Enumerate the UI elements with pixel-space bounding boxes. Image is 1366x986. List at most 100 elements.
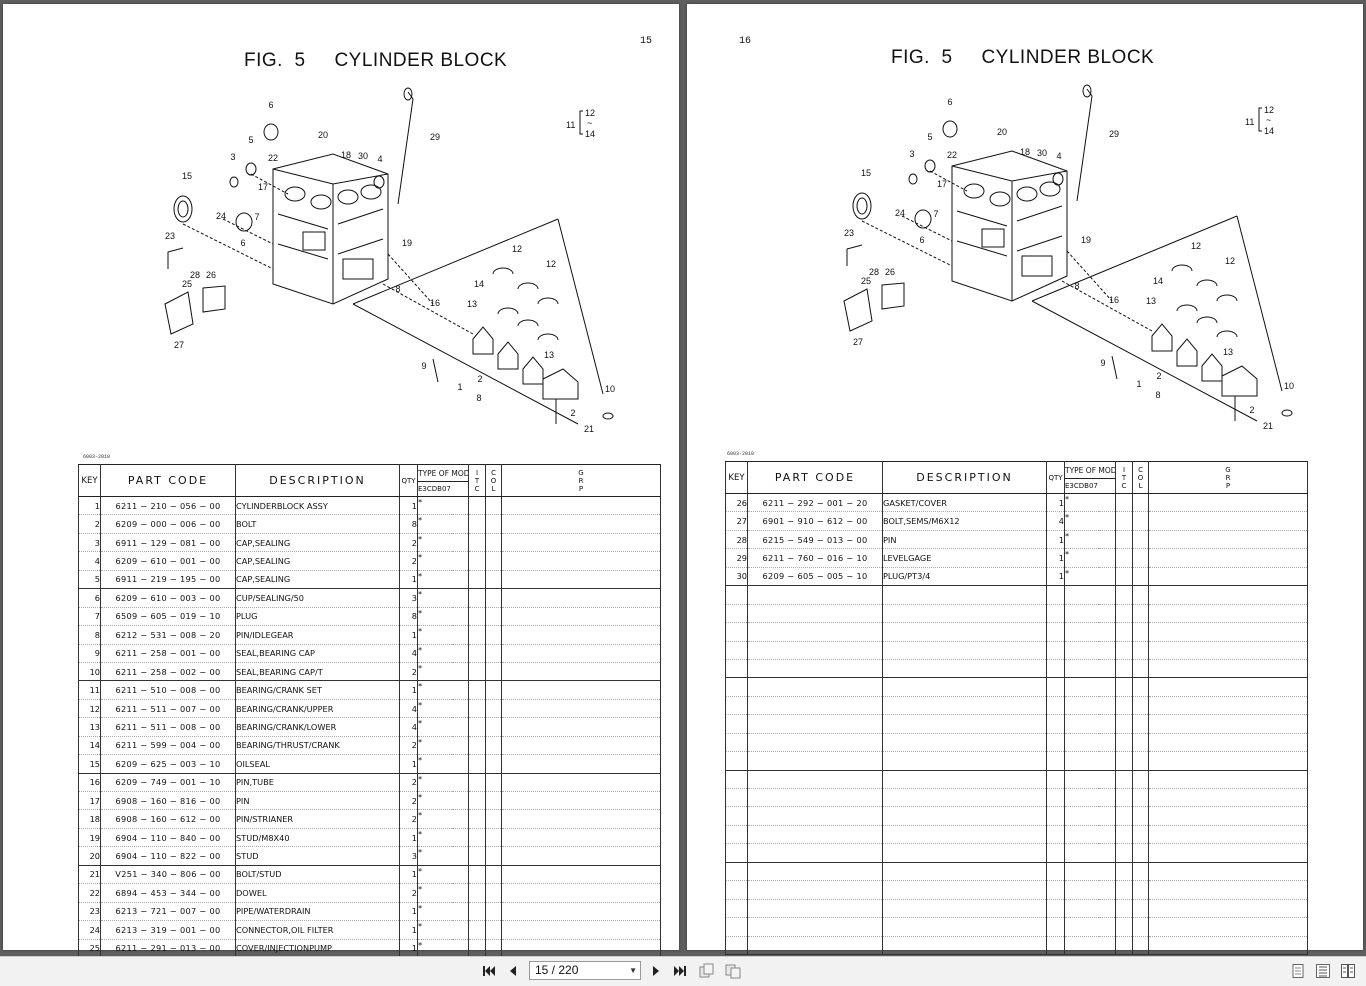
row-key: 14 xyxy=(78,736,101,756)
fit-page-icon[interactable] xyxy=(725,963,741,979)
table-row: 16 6209 − 749 − 001 − 10 PIN,TUBE 2 * xyxy=(78,773,662,793)
model-note-prefix: 11 xyxy=(1245,117,1254,127)
sealing-cup xyxy=(263,123,279,141)
bearing-cap-seal xyxy=(432,358,439,383)
row-qty: 1 xyxy=(399,496,418,516)
sealing-cap xyxy=(924,159,936,173)
prev-page-icon[interactable] xyxy=(505,963,521,979)
row-qty: 1 xyxy=(399,754,418,774)
row-qty: 2 xyxy=(399,883,418,903)
leader-lines xyxy=(861,170,1153,332)
row-qty: 2 xyxy=(399,662,418,682)
parts-table: KEY PART CODE DESCRIPTION QTY TYPE OF MO… xyxy=(78,464,662,958)
bearing-cap xyxy=(1201,353,1223,382)
oil-seal xyxy=(852,192,872,220)
page-view-icon[interactable] xyxy=(699,963,715,979)
callout-label: 12 xyxy=(1225,256,1235,266)
callout-label: 18 xyxy=(1020,147,1030,157)
row-qty: 1 xyxy=(399,625,418,645)
row-description: PLUG/PT3/4 xyxy=(882,567,1047,587)
row-description: CYLINDERBLOCK ASSY xyxy=(235,496,400,516)
callout-label: 12 xyxy=(546,259,556,269)
last-page-icon[interactable] xyxy=(672,963,688,979)
table-row: 18 6908 − 160 − 612 − 00 PIN/STRIANER 2 … xyxy=(78,809,662,829)
double-page-view-icon[interactable] xyxy=(1316,964,1330,978)
row-key: 19 xyxy=(78,828,101,848)
bearing-cap xyxy=(497,341,519,370)
row-qty: 4 xyxy=(399,699,418,719)
callout-label: 27 xyxy=(174,340,184,350)
callout-label: 30 xyxy=(1037,148,1047,158)
bearing-cap-seal xyxy=(1111,355,1118,380)
page-number-select[interactable]: 15 / 220 ▼ xyxy=(529,961,641,980)
callout-label: 22 xyxy=(947,150,957,160)
col-header-qty: QTY xyxy=(1046,461,1065,494)
row-model-mark: * xyxy=(1063,567,1117,587)
row-model-mark: * xyxy=(416,551,470,571)
row-description: OILSEAL xyxy=(235,754,400,774)
row-description: CAP,SEALING xyxy=(235,570,400,590)
row-qty: 1 xyxy=(1046,530,1065,550)
cylinder-bore xyxy=(360,184,382,200)
table-row xyxy=(725,806,1309,826)
row-part-code: V251 − 340 − 806 − 00 xyxy=(100,865,236,885)
table-row: 11 6211 − 510 − 008 − 00 BEARING/CRANK S… xyxy=(78,680,662,700)
sealing-cap xyxy=(245,162,257,176)
table-row xyxy=(725,641,1309,660)
row-description: BEARING/CRANK/UPPER xyxy=(235,699,400,719)
callout-label: 2 xyxy=(570,408,575,418)
row-description: SEAL,BEARING CAP/T xyxy=(235,662,400,682)
bearing-cap xyxy=(1151,323,1173,352)
model-note-tilde: ~ xyxy=(587,118,592,128)
col-header-itc: I T C xyxy=(1115,461,1134,494)
callout-label: 2 xyxy=(477,374,482,384)
bearing-shell xyxy=(1176,304,1198,312)
table-row: 2 6209 − 000 − 006 − 00 BOLT 8 * xyxy=(78,514,662,534)
two-page-view-icon[interactable] xyxy=(1341,964,1355,978)
row-qty: 1 xyxy=(399,920,418,940)
row-part-code: 6213 − 721 − 007 − 00 xyxy=(100,902,236,922)
callout-label: 13 xyxy=(467,299,477,309)
bearing-shell xyxy=(1196,316,1218,324)
block-port xyxy=(342,258,374,280)
table-row: 4 6209 − 610 − 001 − 00 CAP,SEALING 2 * xyxy=(78,551,662,571)
callout-label: 8 xyxy=(1074,281,1079,291)
row-model-mark: * xyxy=(416,514,470,534)
row-model-mark: * xyxy=(416,939,470,958)
row-key: 2 xyxy=(78,514,101,534)
row-part-code: 6211 − 291 − 013 − 00 xyxy=(100,939,236,958)
callout-label: 20 xyxy=(318,130,328,140)
model-note-bottom: 14 xyxy=(585,129,595,139)
table-row xyxy=(725,677,1309,697)
row-key: 11 xyxy=(78,680,101,700)
bearing-shell xyxy=(492,267,514,275)
oil-seal xyxy=(173,195,193,223)
table-row: 24 6213 − 319 − 001 − 00 CONNECTOR,OIL F… xyxy=(78,920,662,940)
pdf-viewer-toolbar: 15 / 220 ▼ xyxy=(0,956,1366,986)
figure-title: FIG. 5 CYLINDER BLOCK xyxy=(244,50,508,71)
row-part-code: 6209 − 610 − 001 − 00 xyxy=(100,551,236,571)
row-part-code: 6209 − 610 − 003 − 00 xyxy=(100,588,236,608)
first-page-icon[interactable] xyxy=(481,963,497,979)
callout-label: 30 xyxy=(358,151,368,161)
level-gauge xyxy=(397,91,414,205)
single-page-view-icon[interactable] xyxy=(1291,964,1305,978)
callout-label: 29 xyxy=(1109,129,1119,139)
table-row: 15 6209 − 625 − 003 − 10 OILSEAL 1 * xyxy=(78,754,662,774)
callout-label: 12 xyxy=(512,244,522,254)
row-part-code: 6211 − 510 − 008 − 00 xyxy=(100,680,236,700)
row-model-mark: * xyxy=(416,865,470,885)
block-edge xyxy=(951,165,1068,301)
bearing-shell xyxy=(1216,330,1238,338)
callout-label: 5 xyxy=(927,132,932,142)
next-page-icon[interactable] xyxy=(648,963,664,979)
table-row: 17 6908 − 160 − 816 − 00 PIN 2 * xyxy=(78,791,662,811)
cylinder-bore xyxy=(963,183,985,199)
oil-seal-inner xyxy=(856,197,868,215)
model-note-bracket xyxy=(579,110,583,135)
row-qty: 2 xyxy=(399,533,418,553)
model-note-bottom: 14 xyxy=(1264,126,1274,136)
table-row xyxy=(725,899,1309,919)
callout-label: 1 xyxy=(1136,379,1141,389)
